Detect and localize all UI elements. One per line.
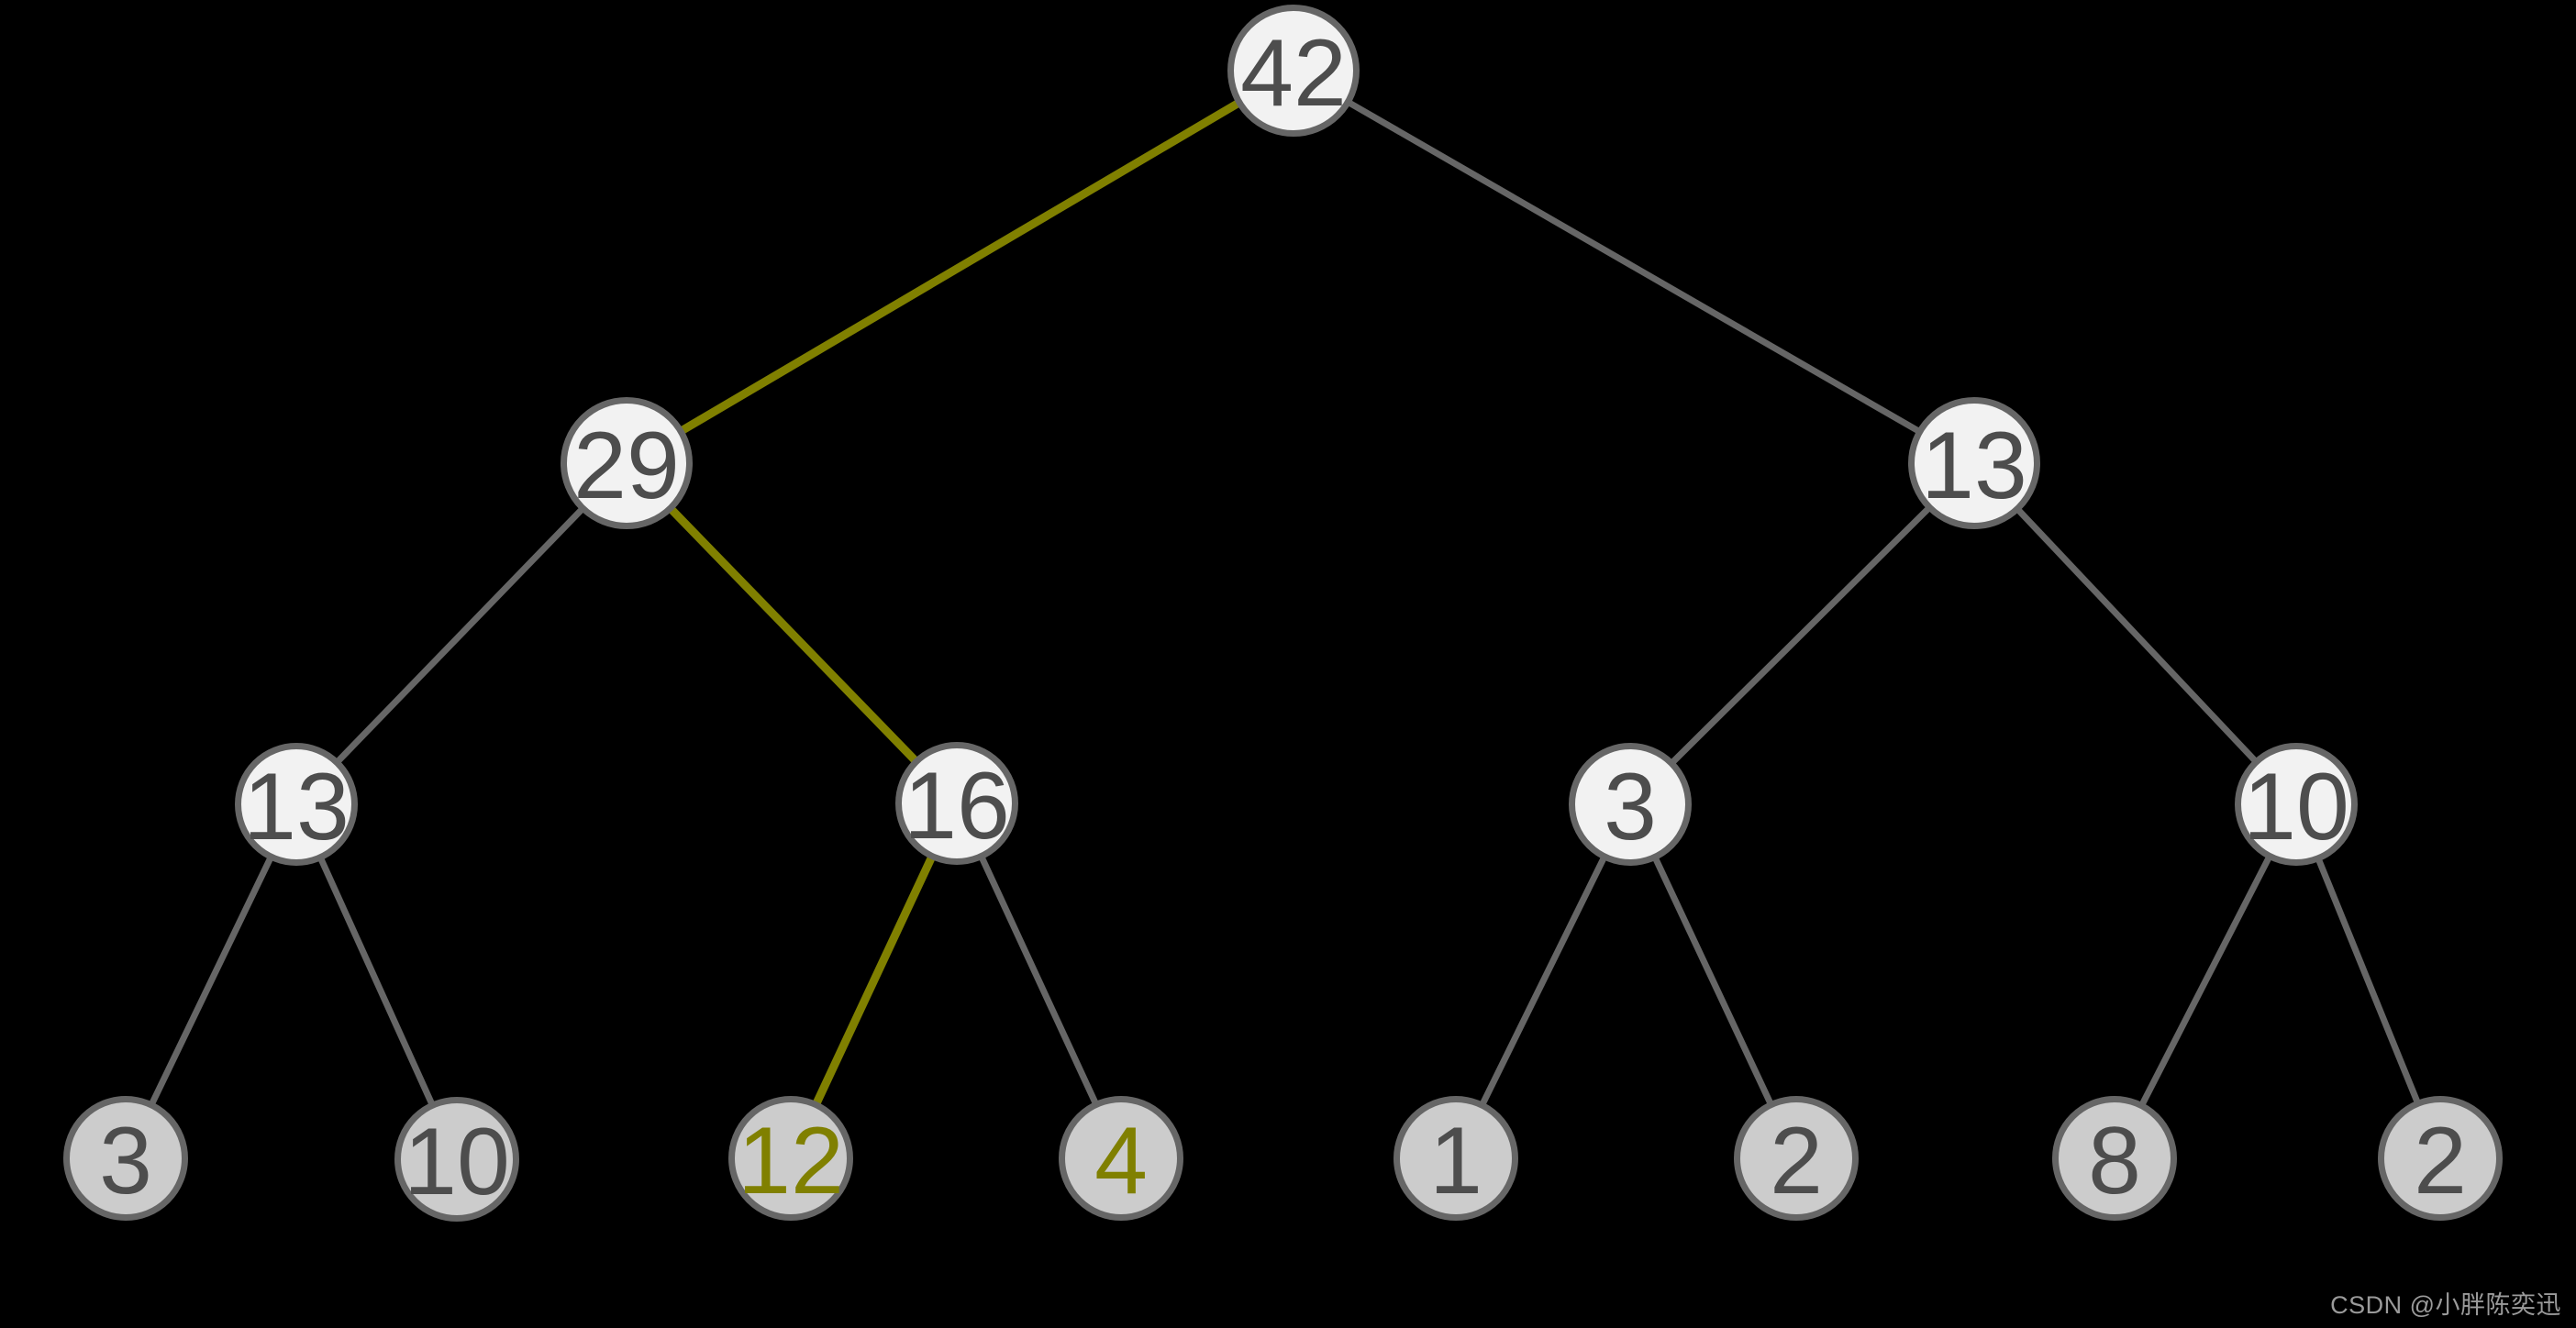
tree-edge-n5-n12	[1652, 857, 1774, 1105]
tree-edge-n6-n13	[2139, 856, 2272, 1106]
node-label-n7: 3	[99, 1108, 152, 1214]
node-circle-n11[interactable]	[1393, 1096, 1518, 1221]
node-label-n14: 2	[2414, 1108, 2467, 1214]
node-circle-n10[interactable]	[1059, 1096, 1183, 1221]
tree-edge-n6-n14	[2315, 858, 2421, 1104]
tree-edge-n5-n11	[1480, 856, 1607, 1106]
node-circle-n3[interactable]	[235, 743, 358, 866]
node-circle-n12[interactable]	[1734, 1096, 1859, 1221]
tree-node-n7[interactable]: 3	[63, 1096, 188, 1221]
node-circle-n6[interactable]	[2235, 743, 2358, 866]
node-label-n12: 2	[1770, 1108, 1823, 1214]
node-label-n1: 29	[573, 413, 680, 519]
tree-node-n6[interactable]: 10	[2235, 743, 2358, 866]
tree-node-n12[interactable]: 2	[1734, 1096, 1859, 1221]
tree-edge-n1-n4	[668, 506, 918, 764]
node-circle-n1[interactable]	[561, 397, 693, 529]
tree-edge-n0-n2	[1347, 99, 1921, 435]
tree-edge-n1-n3	[335, 506, 584, 764]
node-circle-n14[interactable]	[2378, 1096, 2503, 1221]
edges-group	[149, 99, 2421, 1106]
tree-node-n8[interactable]: 10	[394, 1097, 519, 1222]
tree-edge-n4-n9	[812, 855, 936, 1106]
tree-node-n2[interactable]: 13	[1908, 397, 2040, 529]
node-label-n0: 42	[1240, 20, 1347, 127]
node-label-n9: 12	[738, 1108, 844, 1214]
node-label-n4: 16	[904, 753, 1010, 859]
node-label-n6: 10	[2243, 754, 2349, 860]
node-circle-n9[interactable]	[728, 1096, 853, 1221]
tree-node-n10[interactable]: 4	[1059, 1096, 1183, 1221]
tree-node-n5[interactable]: 3	[1569, 743, 1692, 866]
node-label-n3: 13	[243, 754, 350, 860]
tree-node-n3[interactable]: 13	[235, 743, 358, 866]
node-label-n8: 10	[404, 1109, 510, 1215]
node-label-n11: 1	[1429, 1108, 1482, 1214]
node-label-n10: 4	[1094, 1108, 1148, 1214]
tree-node-n0[interactable]: 42	[1227, 5, 1360, 137]
tree-edge-n3-n7	[149, 857, 273, 1106]
tree-node-n14[interactable]: 2	[2378, 1096, 2503, 1221]
watermark-text: CSDN @小胖陈奕迅	[2330, 1291, 2561, 1319]
tree-edge-n3-n8	[317, 857, 435, 1106]
node-circle-n2[interactable]	[1908, 397, 2040, 529]
node-label-n13: 8	[2088, 1108, 2141, 1214]
node-circle-n8[interactable]	[394, 1097, 519, 1222]
tree-node-n11[interactable]: 1	[1393, 1096, 1518, 1221]
tree-node-n13[interactable]: 8	[2052, 1096, 2177, 1221]
tree-node-n4[interactable]: 16	[895, 742, 1018, 865]
node-circle-n0[interactable]	[1227, 5, 1360, 137]
tree-edge-n2-n5	[1670, 505, 1931, 765]
node-circle-n5[interactable]	[1569, 743, 1692, 866]
node-circle-n7[interactable]	[63, 1096, 188, 1221]
node-circle-n4[interactable]	[895, 742, 1018, 865]
tree-edge-n4-n10	[979, 856, 1099, 1105]
tree-edge-n2-n6	[2015, 507, 2258, 764]
tree-edge-n0-n1	[680, 99, 1240, 435]
tree-node-n9[interactable]: 12	[728, 1096, 853, 1221]
node-label-n2: 13	[1921, 413, 2027, 519]
tree-node-n1[interactable]: 29	[561, 397, 693, 529]
node-label-n5: 3	[1604, 754, 1657, 860]
node-circle-n13[interactable]	[2052, 1096, 2177, 1221]
